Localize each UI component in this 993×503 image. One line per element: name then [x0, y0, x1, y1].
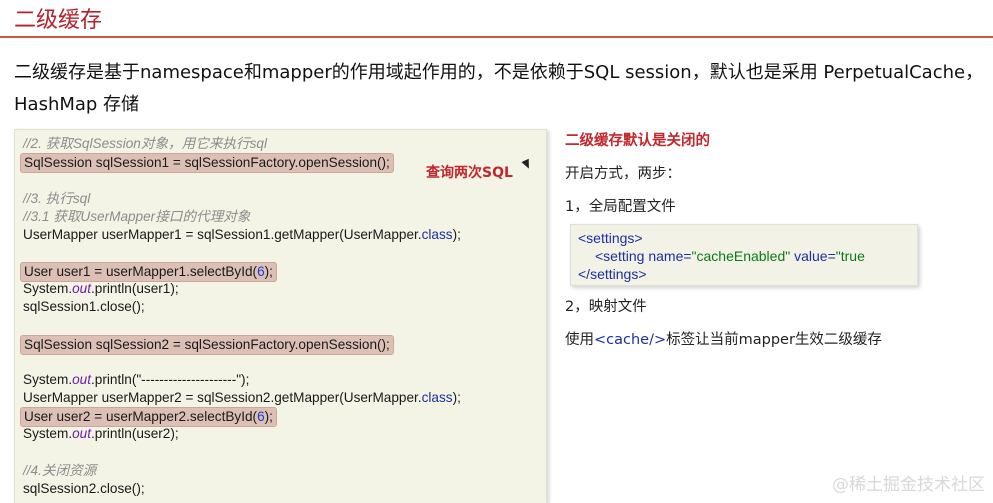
- code-text: .println("---------------------");: [91, 372, 250, 387]
- xml-attr-name: name=: [648, 248, 692, 264]
- title-divider: [0, 36, 993, 38]
- code-number: 6: [257, 264, 265, 279]
- code-text: );: [264, 264, 273, 279]
- code-keyword: class: [421, 390, 453, 405]
- code-line-open-session-1: SqlSession sqlSession1 = sqlSessionFacto…: [20, 153, 394, 173]
- code-field: out: [72, 372, 92, 387]
- code-line-select-2: User user2 = userMapper2.selectById(6);: [20, 407, 277, 427]
- code-line-print-1: System.out.println(user1);: [23, 280, 179, 298]
- step-1-label: 1，全局配置文件: [565, 199, 676, 215]
- usage-prefix: 使用: [565, 332, 594, 348]
- code-comment: //4.关闭资源: [23, 463, 97, 478]
- code-line-close-2: sqlSession2.close();: [23, 481, 145, 496]
- code-number: 6: [257, 409, 265, 424]
- code-field: out: [72, 281, 92, 296]
- code-text: );: [452, 390, 461, 405]
- step-2-label: 2，映射文件: [565, 299, 647, 315]
- cache-tag-usage: 使用<cache/>标签让当前mapper生效二级缓存: [565, 328, 882, 349]
- code-line-open-session-2: SqlSession sqlSession2 = sqlSessionFacto…: [20, 335, 394, 355]
- code-line-get-mapper-1: UserMapper userMapper1 = sqlSession1.get…: [23, 226, 461, 244]
- watermark: @稀土掘金技术社区: [832, 475, 985, 495]
- code-text: .println(user1);: [91, 281, 179, 296]
- intro-line-2: HashMap 存储: [14, 94, 140, 115]
- page-title: 二级缓存: [14, 7, 103, 32]
- intro-paragraph: 二级缓存是基于namespace和mapper的作用域起作用的，不是依赖于SQL…: [14, 57, 984, 121]
- intro-line-1: 二级缓存是基于namespace和mapper的作用域起作用的，不是依赖于SQL…: [14, 62, 984, 83]
- code-comment: //3. 执行sql: [23, 191, 91, 206]
- xml-attr-value: value=: [790, 248, 836, 264]
- code-text: UserMapper userMapper2 = sqlSession2.get…: [23, 390, 422, 405]
- code-text: );: [452, 227, 461, 242]
- code-text: System.: [23, 426, 73, 441]
- xml-open-tag: <settings>: [578, 230, 643, 246]
- code-snippet-panel: //2. 获取SqlSession对象，用它来执行sql SqlSession …: [14, 129, 547, 503]
- usage-suffix: 标签让当前mapper生效二级缓存: [666, 332, 882, 348]
- code-line-get-mapper-2: UserMapper userMapper2 = sqlSession2.get…: [23, 389, 461, 407]
- code-keyword: class: [421, 227, 453, 242]
- code-text: User user2 = userMapper2.selectById(: [24, 409, 258, 424]
- enable-steps-label: 开启方式，两步：: [565, 166, 681, 182]
- settings-xml-snippet: <settings> <setting name="cacheEnabled" …: [570, 224, 918, 286]
- cache-tag: <cache/>: [594, 332, 667, 348]
- code-comment: //3.1 获取UserMapper接口的代理对象: [23, 209, 251, 224]
- code-line-print-separator: System.out.println("--------------------…: [23, 371, 249, 389]
- code-line-print-2: System.out.println(user2);: [23, 425, 179, 443]
- xml-attr-name-value: "cacheEnabled": [691, 248, 791, 264]
- xml-attr-value-value: "true: [835, 248, 865, 264]
- xml-setting-line: <setting name="cacheEnabled" value="true: [595, 247, 865, 265]
- code-comment: //2. 获取SqlSession对象，用它来执行sql: [23, 136, 267, 151]
- xml-setting-tag: <setting: [595, 248, 649, 264]
- code-line-select-1: User user1 = userMapper1.selectById(6);: [20, 262, 277, 282]
- code-field: out: [72, 426, 92, 441]
- code-text: System.: [23, 372, 73, 387]
- code-text: UserMapper userMapper1 = sqlSession1.get…: [23, 227, 422, 242]
- code-text: .println(user2);: [91, 426, 179, 441]
- cache-default-heading: 二级缓存默认是关闭的: [565, 133, 710, 149]
- code-text: );: [264, 409, 273, 424]
- code-text: User user1 = userMapper1.selectById(: [24, 264, 258, 279]
- code-text: System.: [23, 281, 73, 296]
- code-line-close-1: sqlSession1.close();: [23, 299, 145, 314]
- xml-close-tag: </settings>: [578, 266, 647, 282]
- query-twice-callout: 查询两次SQL: [426, 165, 513, 181]
